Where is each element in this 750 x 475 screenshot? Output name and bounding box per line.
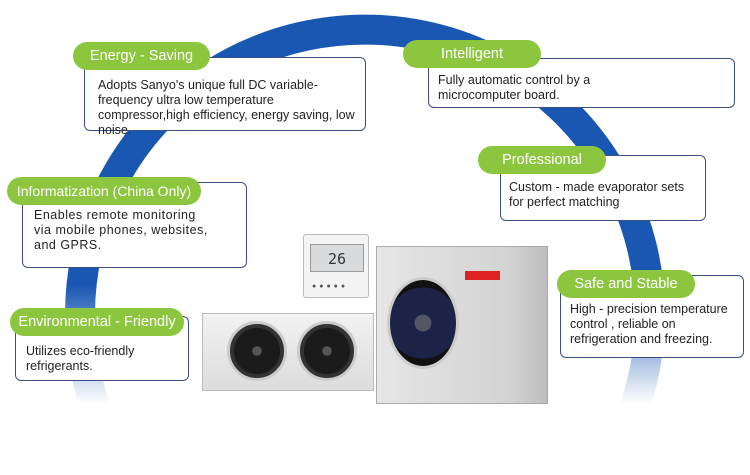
- thermostat: 26 ●●●●●: [303, 234, 369, 298]
- feature-text: Fully automatic control by a microcomput…: [438, 73, 591, 102]
- fan-icon: [387, 277, 459, 369]
- brand-label: [465, 271, 500, 280]
- feature-title: Safe and Stable: [557, 270, 695, 298]
- feature-title: Intelligent: [403, 40, 541, 68]
- fan-icon: [227, 321, 287, 381]
- thermostat-buttons: ●●●●●: [312, 283, 349, 290]
- feature-title: Professional: [478, 146, 606, 174]
- feature-intelligent: Fully automatic control by a microcomput…: [428, 58, 735, 108]
- feature-text: High - precision temperature control , r…: [570, 302, 728, 346]
- feature-text: Custom - made evaporator sets for perfec…: [509, 180, 685, 209]
- thermostat-display: 26: [310, 244, 364, 272]
- feature-text: Utilizes eco-friendly refrigerants.: [26, 344, 135, 373]
- feature-text: Enables remote monitoring via mobile pho…: [34, 208, 208, 252]
- feature-title: Informatization (China Only): [7, 177, 201, 205]
- condensing-unit: [376, 246, 548, 404]
- feature-title: Environmental - Friendly: [10, 308, 184, 336]
- fan-icon: [297, 321, 357, 381]
- evaporator-unit: [202, 313, 374, 391]
- feature-title: Energy - Saving: [73, 42, 210, 70]
- feature-text: Adopts Sanyo's unique full DC variable-f…: [98, 78, 355, 137]
